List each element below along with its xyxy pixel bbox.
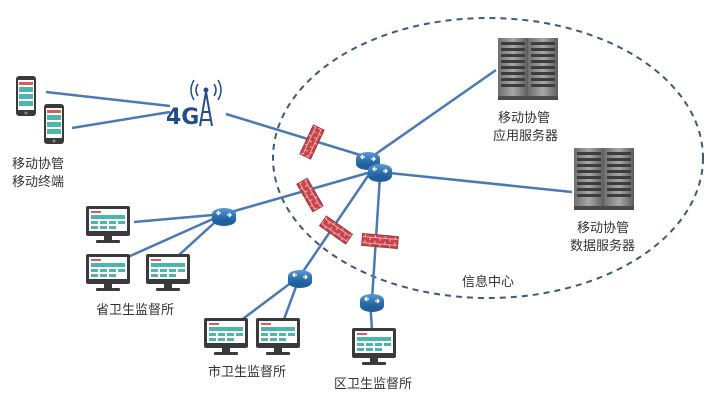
link-core-appserver [369, 68, 497, 160]
app-server-label-line2: 应用服务器 [493, 128, 558, 144]
server-rack-icon [498, 38, 558, 100]
app-server-label-line1: 移动协管 [498, 111, 550, 126]
link-province-router-pc1 [133, 212, 225, 224]
district-office-label: 区卫生监督所 [334, 377, 412, 392]
link-phone2-4g [71, 110, 171, 130]
router-icon [211, 151, 393, 313]
info-center-boundary [272, 17, 704, 299]
province-office-label: 省卫生监督所 [96, 303, 174, 318]
info-center-label: 信息中心 [462, 274, 514, 290]
cell-tower-icon: 4G [166, 79, 222, 130]
db-server-label-line2: 数据服务器 [570, 238, 635, 254]
mobile-terminal-label-line1: 移动协管 [12, 157, 64, 172]
db-server-label-line1: 移动协管 [577, 221, 629, 236]
link-core-dbserver [379, 170, 573, 194]
firewall-icon [296, 124, 399, 249]
4g-label: 4G [166, 105, 199, 130]
link-4g-core [225, 112, 371, 160]
desktop-monitor-icon [86, 206, 396, 365]
link-phone1-4g [45, 90, 171, 108]
server-rack-icon [574, 148, 634, 210]
mobile-phone-icon [16, 76, 64, 144]
city-office-label: 市卫生监督所 [208, 364, 286, 380]
mobile-terminal-label-line2: 移动终端 [12, 174, 64, 190]
